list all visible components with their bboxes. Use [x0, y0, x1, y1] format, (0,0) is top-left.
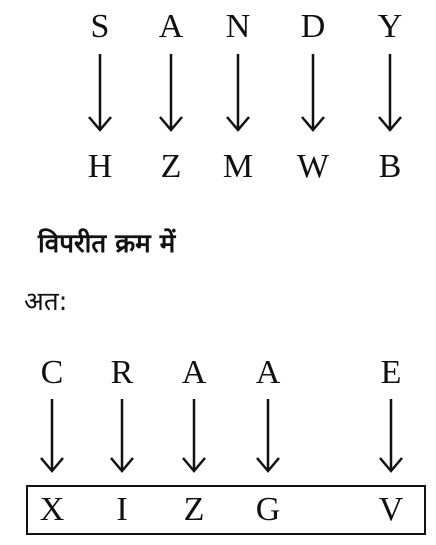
down-arrow-icon [378, 54, 402, 132]
example-bottom-letter: Z [160, 148, 182, 185]
question-top-letter: E [380, 354, 402, 391]
answer-letter: Z [183, 491, 205, 528]
example-bottom-letter: W [296, 148, 330, 185]
example-top-letter: D [300, 8, 326, 45]
example-top-letter: A [158, 8, 184, 45]
answer-letter: G [255, 491, 281, 528]
example-bottom-letter: B [378, 148, 402, 185]
example-bottom-letter: H [87, 148, 113, 185]
reverse-order-heading: विपरीत क्रम में [38, 229, 176, 259]
down-arrow-icon [159, 54, 183, 132]
down-arrow-icon [88, 54, 112, 132]
example-top-letter: Y [377, 8, 403, 45]
question-top-letter: C [40, 354, 64, 391]
answer-letter: I [116, 491, 128, 528]
down-arrow-icon [110, 399, 134, 473]
example-top-letter: N [225, 8, 251, 45]
therefore-label: अत: [24, 287, 68, 317]
answer-letter: V [378, 491, 404, 528]
answer-letter: X [39, 491, 65, 528]
down-arrow-icon [182, 399, 206, 473]
down-arrow-icon [256, 399, 280, 473]
example-top-letter: S [90, 8, 110, 45]
down-arrow-icon [40, 399, 64, 473]
down-arrow-icon [226, 54, 250, 132]
down-arrow-icon [379, 399, 403, 473]
answer-box [26, 485, 426, 535]
down-arrow-icon [301, 54, 325, 132]
question-top-letter: A [181, 354, 207, 391]
example-bottom-letter: M [222, 148, 254, 185]
question-top-letter: R [110, 354, 134, 391]
question-top-letter: A [255, 354, 281, 391]
